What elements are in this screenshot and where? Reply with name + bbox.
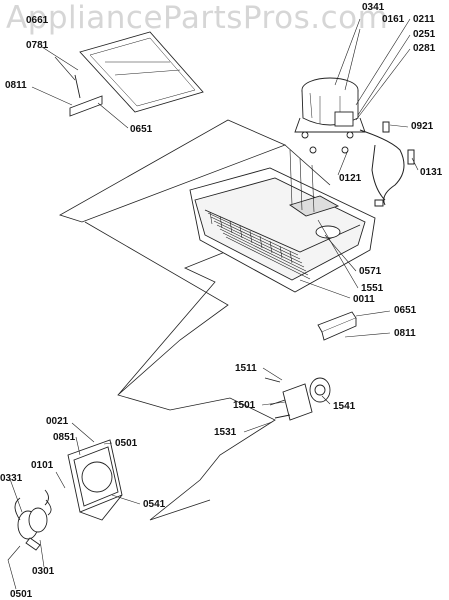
callout-1511: 1511 [235, 363, 257, 374]
callout-0341: 0341 [362, 2, 385, 13]
callout-0571: 0571 [359, 266, 382, 277]
callout-0211: 0211 [413, 14, 435, 25]
compressor [294, 77, 366, 154]
right-bracket [317, 311, 357, 341]
callout-0851: 0851 [53, 432, 76, 443]
machine-compartment-pan [189, 149, 376, 293]
callout-1541: 1541 [333, 401, 356, 412]
callout-0251: 0251 [413, 29, 436, 40]
callout-1501: 1501 [233, 400, 256, 411]
callout-0651: 0651 [130, 124, 153, 135]
callout-0811: 0811 [5, 80, 27, 91]
callout-0501-b: 0501 [10, 589, 33, 600]
callout-0811-b: 0811 [394, 328, 416, 339]
callout-0331: 0331 [0, 473, 23, 484]
callout-0501: 0501 [115, 438, 138, 449]
evaporator-cover [69, 31, 204, 117]
fan-shroud [67, 439, 123, 521]
callout-1531: 1531 [214, 427, 237, 438]
wire-harness [359, 121, 415, 207]
callout-1551: 1551 [361, 283, 384, 294]
callout-0661: 0661 [26, 15, 49, 26]
callout-0021: 0021 [46, 416, 69, 427]
fan-motor [14, 489, 52, 551]
callout-0161: 0161 [382, 14, 405, 25]
leader-lines [7, 18, 419, 590]
relay-assembly [264, 377, 331, 421]
callout-0121: 0121 [339, 173, 362, 184]
callout-0131: 0131 [420, 167, 443, 178]
callout-0921: 0921 [411, 121, 434, 132]
callout-0011: 0011 [353, 294, 375, 305]
callout-0301: 0301 [32, 566, 55, 577]
callout-0651-b: 0651 [394, 305, 417, 316]
callout-0101: 0101 [31, 460, 54, 471]
watermark: AppliancePartsPros.com [6, 0, 389, 36]
callout-0541: 0541 [143, 499, 166, 510]
callout-0781: 0781 [26, 40, 49, 51]
callout-0281: 0281 [413, 43, 436, 54]
